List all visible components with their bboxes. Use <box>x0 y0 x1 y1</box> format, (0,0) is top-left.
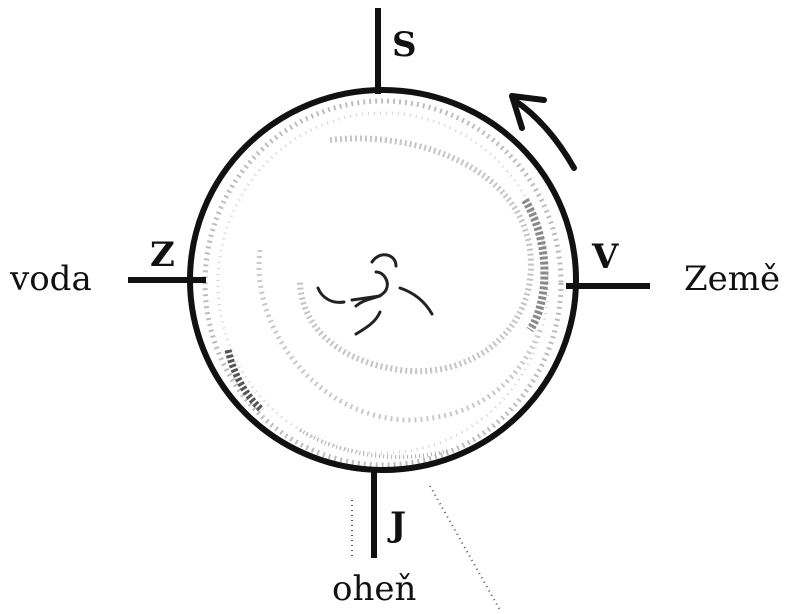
element-label-water: voda <box>10 259 92 299</box>
element-label-earth: Země <box>684 259 781 299</box>
dotted-trails <box>351 485 501 611</box>
compass-label-east: V <box>592 237 619 277</box>
wheel-circle <box>187 87 579 473</box>
compass-label-north: S <box>392 25 417 65</box>
compass-label-south: J <box>390 505 407 545</box>
rotation-arrow <box>509 93 577 171</box>
element-label-fire: oheň <box>332 569 417 609</box>
compass-label-west: Z <box>150 235 175 275</box>
wheel-shading <box>202 98 564 468</box>
central-swirl <box>316 253 434 336</box>
